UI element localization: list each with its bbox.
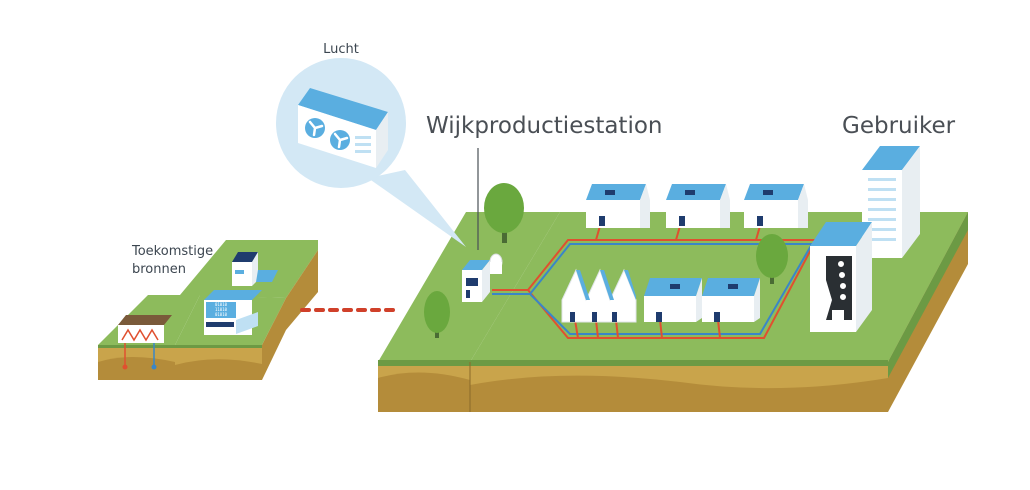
datacenter-text-1: 01010	[215, 302, 228, 307]
air-label: Lucht	[323, 42, 359, 57]
air-source-bubble	[276, 58, 466, 247]
geothermal-source	[118, 315, 172, 370]
house-icon	[666, 184, 730, 228]
user-building-icon	[810, 222, 872, 332]
user-label: Gebruiker	[842, 113, 956, 139]
tree-icon	[424, 291, 450, 338]
air-heat-pump-icon	[298, 88, 388, 168]
station-label: Wijkproductiestation	[426, 113, 663, 139]
tree-icon	[756, 234, 788, 284]
future-sources-label-line1: Toekomstige	[131, 244, 213, 259]
house-icon	[644, 278, 702, 322]
datacenter-icon: 01010 11010 01010	[204, 290, 262, 335]
datacenter-text-2: 11010	[215, 307, 228, 312]
future-sources-tiles	[98, 240, 318, 380]
house-icon	[744, 184, 808, 228]
house-icon	[586, 184, 650, 228]
datacenter-text-3: 01010	[215, 312, 228, 317]
factory-icon	[561, 268, 637, 323]
future-sources-label-line2: bronnen	[132, 262, 186, 277]
house-icon	[702, 278, 760, 322]
tree-icon	[484, 183, 524, 243]
house-icon	[232, 252, 278, 286]
heat-pump-icon	[462, 253, 503, 302]
